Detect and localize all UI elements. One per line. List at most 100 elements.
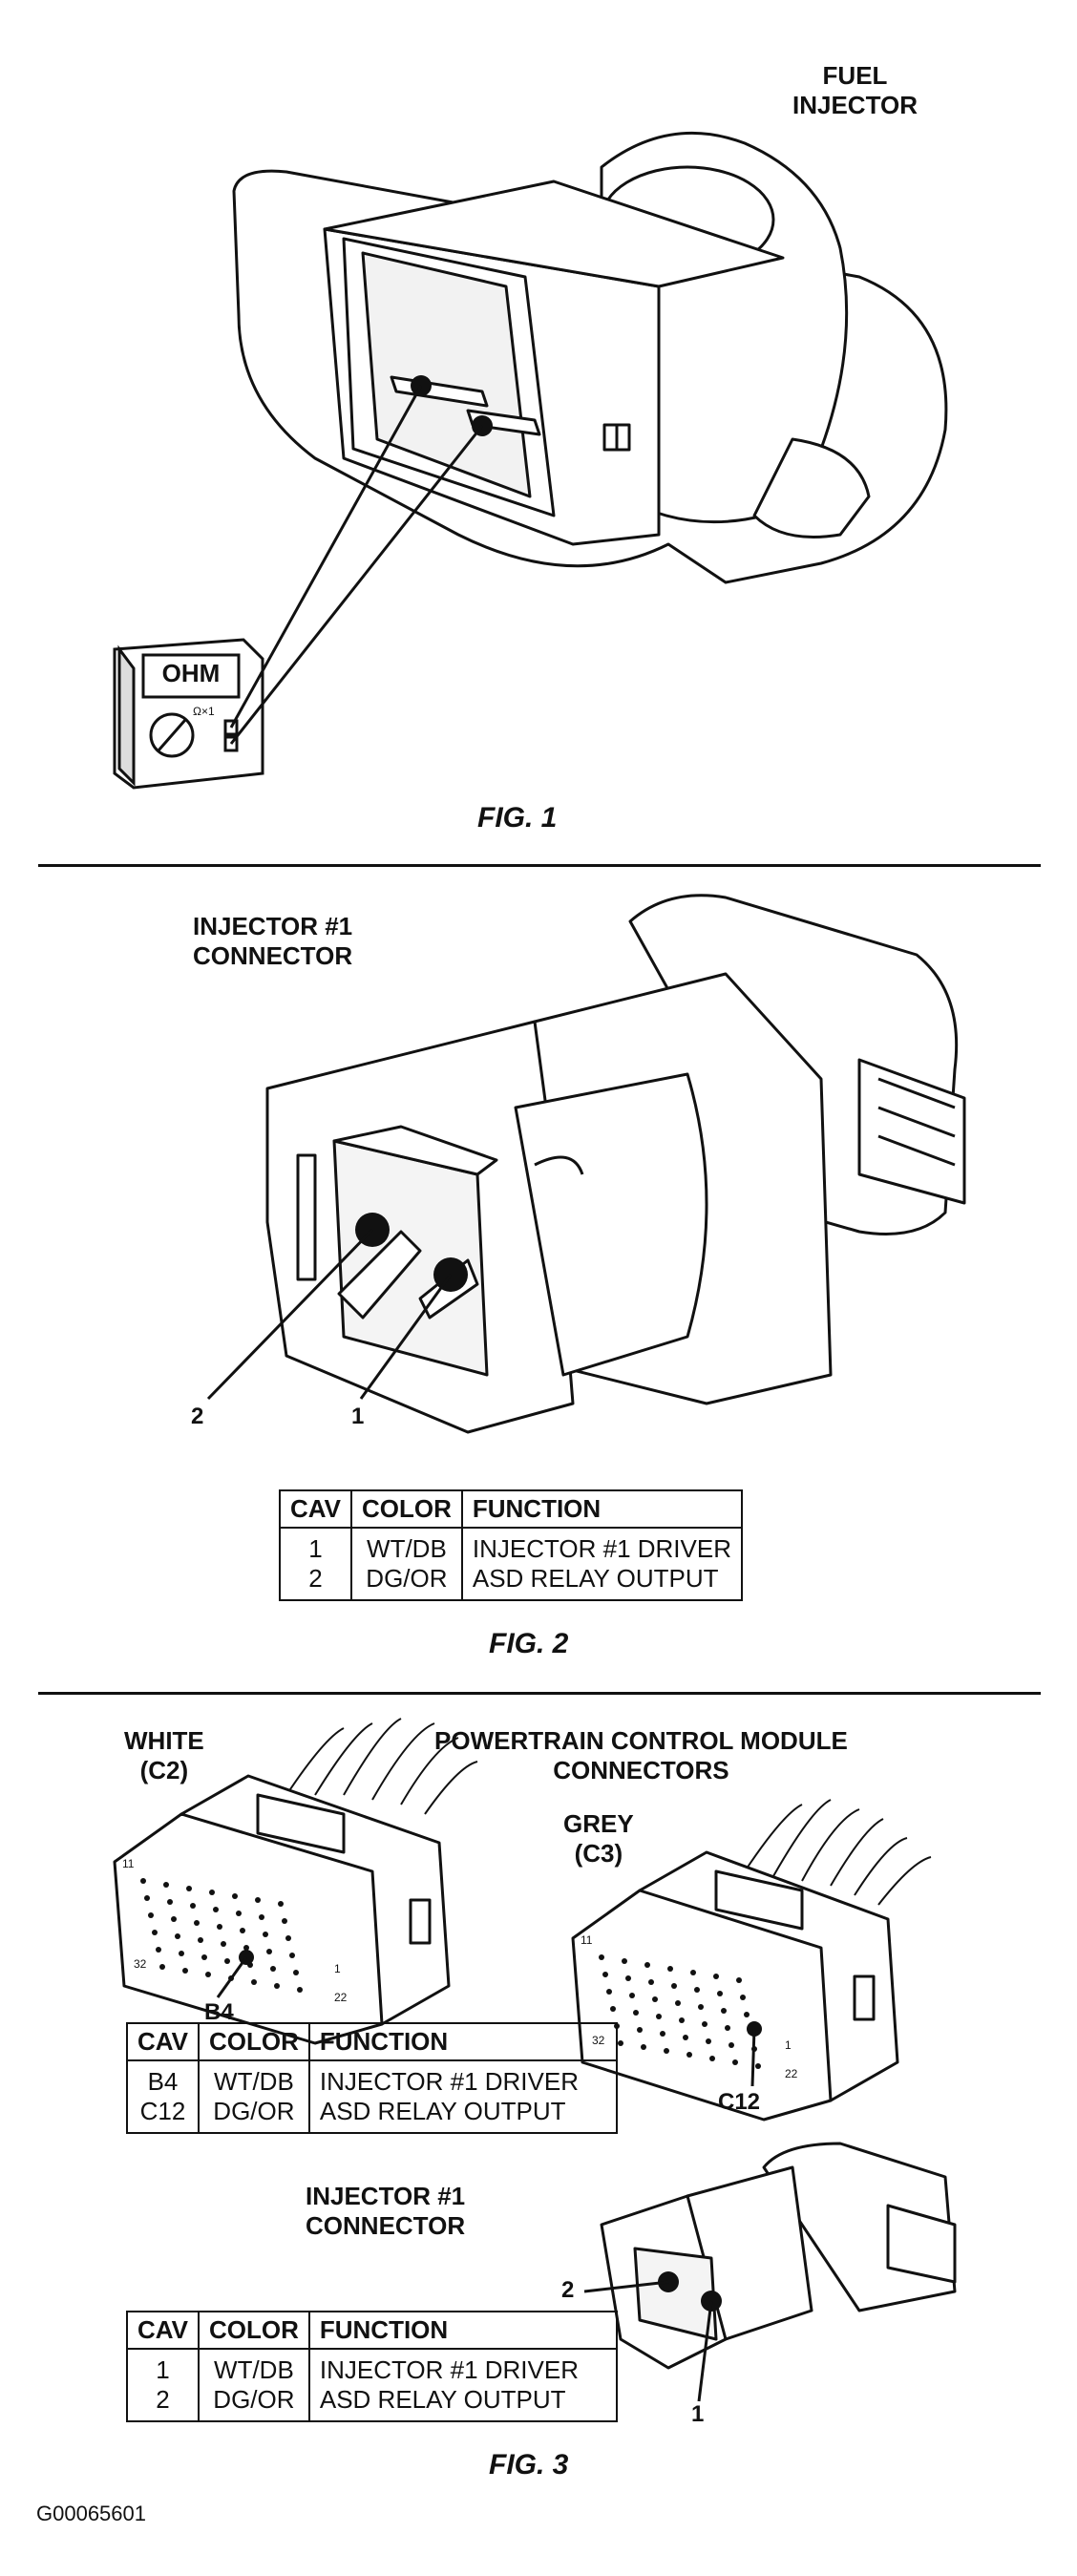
cell-cav: C12 [126, 2097, 200, 2134]
pin-hole [644, 1962, 650, 1968]
pin-hole [606, 1989, 612, 1995]
white-pin-number: 32 [134, 1957, 147, 1971]
pin-hole [259, 1914, 264, 1920]
cell-function: INJECTOR #1 DRIVER [307, 2349, 618, 2385]
table-row: 2 DG/OR ASD RELAY OUTPUT [126, 2385, 618, 2422]
pin-hole [270, 1966, 276, 1972]
pin-hole [167, 1899, 173, 1905]
cell-function: ASD RELAY OUTPUT [307, 2385, 618, 2422]
fig3-injector-connector-label: INJECTOR #1 CONNECTOR [306, 2182, 465, 2241]
pin-hole [618, 2040, 623, 2046]
pin-hole [148, 1912, 154, 1918]
cell-color: DG/OR [197, 2385, 310, 2422]
table-row: B4 WT/DB INJECTOR #1 DRIVER [126, 2060, 618, 2097]
pin-hole [755, 2063, 761, 2069]
pin-hole [240, 1928, 245, 1933]
fig3-pin-1-label: 1 [691, 2401, 705, 2427]
cell-color: WT/DB [197, 2060, 310, 2097]
pin-hole [236, 1911, 242, 1916]
pin-hole [198, 1937, 203, 1943]
pin-hole [633, 2010, 639, 2016]
cell-function: INJECTOR #1 DRIVER [460, 1528, 744, 1564]
pin-hole [629, 1993, 635, 1998]
pin-1-label: 1 [351, 1404, 365, 1429]
pin-hole [709, 2056, 715, 2061]
pin-hole [675, 2000, 681, 2006]
pin-hole [175, 1933, 180, 1939]
pin-hole [221, 1941, 226, 1947]
pin-hole [140, 1878, 146, 1884]
pin-hole [732, 2059, 738, 2065]
table-header-row: CAV COLOR FUNCTION [126, 2311, 618, 2350]
table-header-row: CAV COLOR FUNCTION [126, 2022, 618, 2061]
fig2-caption: FIG. 2 [489, 1628, 569, 1659]
pin-hole [263, 1932, 268, 1937]
header-cav: CAV [126, 2311, 200, 2350]
header-cav: CAV [126, 2022, 200, 2061]
pin-hole [266, 1949, 272, 1954]
pin-hole [159, 1964, 165, 1970]
pin-hole [637, 2027, 643, 2033]
grey-connector-label: GREY (C3) [563, 1809, 634, 1869]
table-row: 1 WT/DB INJECTOR #1 DRIVER [279, 1528, 744, 1564]
white-connector-label-line1: WHITE [124, 1726, 204, 1755]
table-header-row: CAV COLOR FUNCTION [279, 1489, 744, 1529]
pin-hole [599, 1954, 604, 1960]
pin-hole [625, 1975, 631, 1981]
pin-hole [721, 2008, 727, 2014]
cell-function: INJECTOR #1 DRIVER [307, 2060, 618, 2097]
pin-hole [209, 1890, 215, 1895]
pin-hole [740, 1995, 746, 2000]
pin-hole [656, 2014, 662, 2019]
pin-hole [232, 1893, 238, 1899]
fig3-injector-label-line2: CONNECTOR [306, 2211, 466, 2240]
header-color: COLOR [197, 2022, 310, 2061]
header-cav: CAV [279, 1489, 352, 1529]
pin-hole [179, 1951, 184, 1956]
pin-hole [679, 2017, 685, 2023]
table-row: 1 WT/DB INJECTOR #1 DRIVER [126, 2349, 618, 2385]
pcm-label-line2: CONNECTORS [553, 1756, 729, 1784]
white-connector-label: WHITE (C2) [124, 1726, 204, 1785]
grey-pin-number: 1 [785, 2038, 792, 2052]
pin-hole [698, 2004, 704, 2010]
pin-hole [255, 1897, 261, 1903]
pcm-connectors-label: POWERTRAIN CONTROL MODULE CONNECTORS [434, 1726, 848, 1785]
pin-hole [729, 2042, 734, 2048]
header-color: COLOR [197, 2311, 310, 2350]
pin-hole [686, 2052, 692, 2058]
cell-cav: B4 [126, 2060, 200, 2097]
injector-connector-label-line2: CONNECTOR [193, 941, 353, 970]
pin-hole [293, 1970, 299, 1975]
cell-function: ASD RELAY OUTPUT [307, 2097, 618, 2134]
fig2-wiring-table: CAV COLOR FUNCTION 1 WT/DB INJECTOR #1 D… [279, 1489, 744, 1601]
grey-pin-number: 11 [581, 1933, 593, 1947]
pin-hole [285, 1935, 291, 1941]
table-row: C12 DG/OR ASD RELAY OUTPUT [126, 2097, 618, 2134]
pin-hole [190, 1903, 196, 1909]
pin-hole [152, 1930, 158, 1935]
pin-hole [289, 1953, 295, 1958]
pin-hole [652, 1996, 658, 2002]
header-function: FUNCTION [307, 2022, 618, 2061]
fuel-injector-label-line2: INJECTOR [792, 91, 918, 119]
pin-hole [725, 2025, 730, 2031]
header-function: FUNCTION [460, 1489, 744, 1529]
grey-connector-label-line1: GREY [563, 1809, 634, 1838]
header-color: COLOR [349, 1489, 463, 1529]
section-divider [38, 864, 1041, 867]
pin-hole [736, 1977, 742, 1983]
pin-hole [706, 2038, 711, 2044]
pin-hole [274, 1983, 280, 1989]
header-function: FUNCTION [307, 2311, 618, 2350]
pin-hole [622, 1958, 627, 1964]
pin-hole [182, 1968, 188, 1974]
pin-hole [602, 1972, 608, 1977]
cell-cav: 2 [279, 1564, 352, 1601]
pin-hole [251, 1979, 257, 1985]
pin-hole [213, 1907, 219, 1912]
pcm-wiring-table: CAV COLOR FUNCTION B4 WT/DB INJECTOR #1 … [126, 2022, 618, 2134]
pin-hole [278, 1901, 284, 1907]
